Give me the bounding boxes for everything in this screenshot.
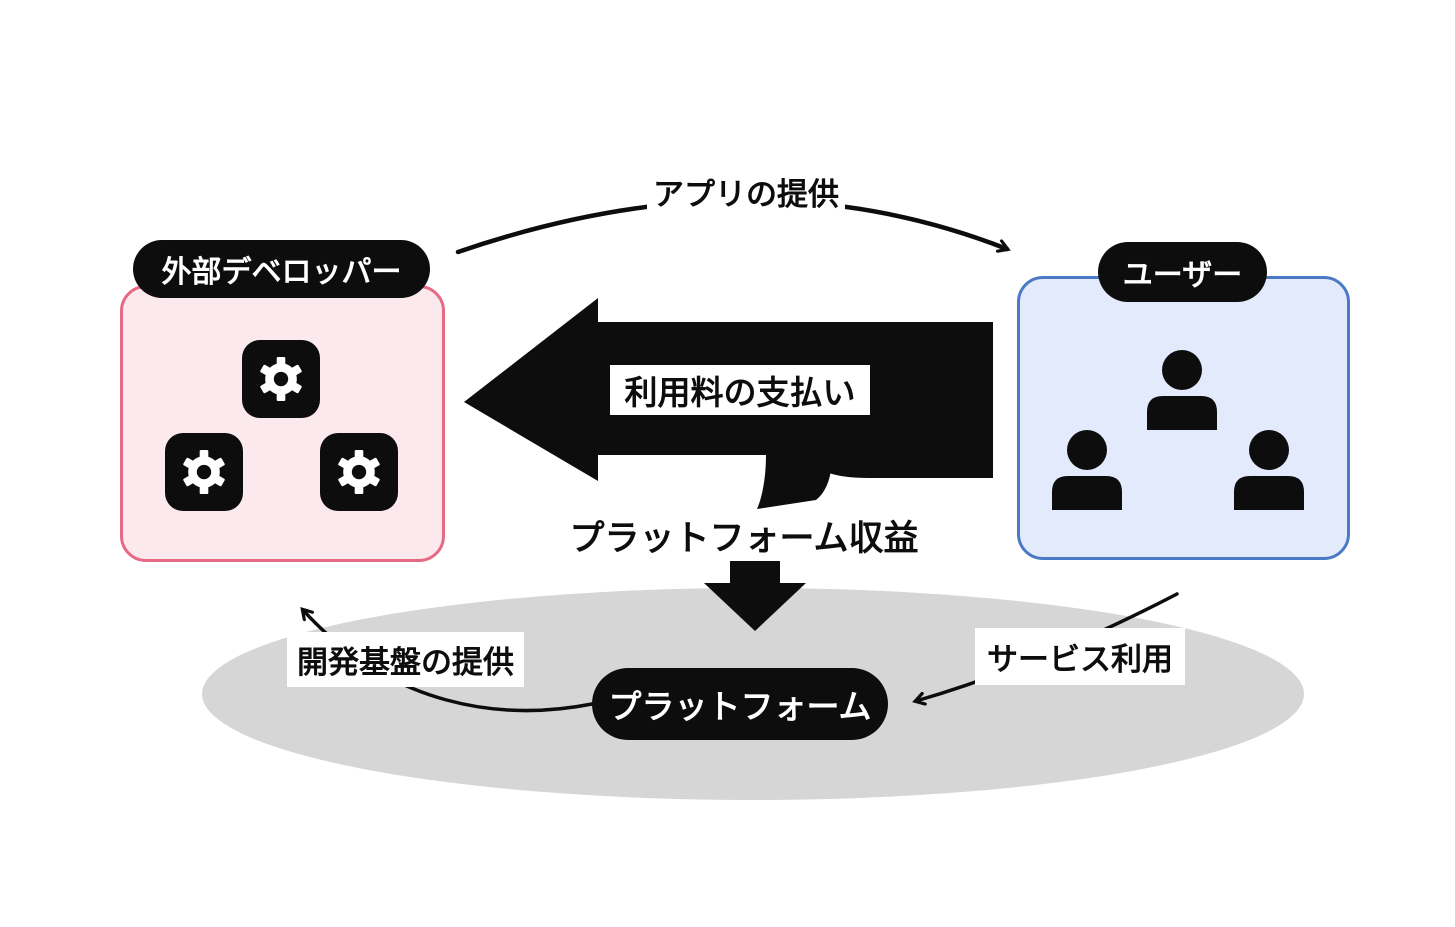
developer-box <box>120 285 445 562</box>
gear-icon <box>260 356 302 402</box>
flow-label-app-provision: アプリの提供 <box>647 168 845 215</box>
developer-box-label: 外部デベロッパー <box>133 240 430 298</box>
flow-label-fee-payment: 利用料の支払い <box>610 365 870 415</box>
app-tile <box>242 340 320 418</box>
flow-label-platform-revenue: プラットフォーム収益 <box>565 510 923 561</box>
app-tile <box>320 433 398 511</box>
revenue-branch-curve <box>757 455 832 509</box>
gear-icon <box>183 449 225 495</box>
flow-label-service-usage: サービス利用 <box>975 628 1185 685</box>
person-icon <box>1052 430 1122 510</box>
person-icon <box>1234 430 1304 510</box>
app-tile <box>165 433 243 511</box>
platform-label: プラットフォーム <box>592 668 888 740</box>
user-box-label: ユーザー <box>1098 242 1267 302</box>
gear-icon <box>338 449 380 495</box>
person-icon <box>1147 350 1217 430</box>
flow-label-dev-platform-provision: 開発基盤の提供 <box>287 632 524 687</box>
platform-revenue-arrow <box>704 549 806 631</box>
